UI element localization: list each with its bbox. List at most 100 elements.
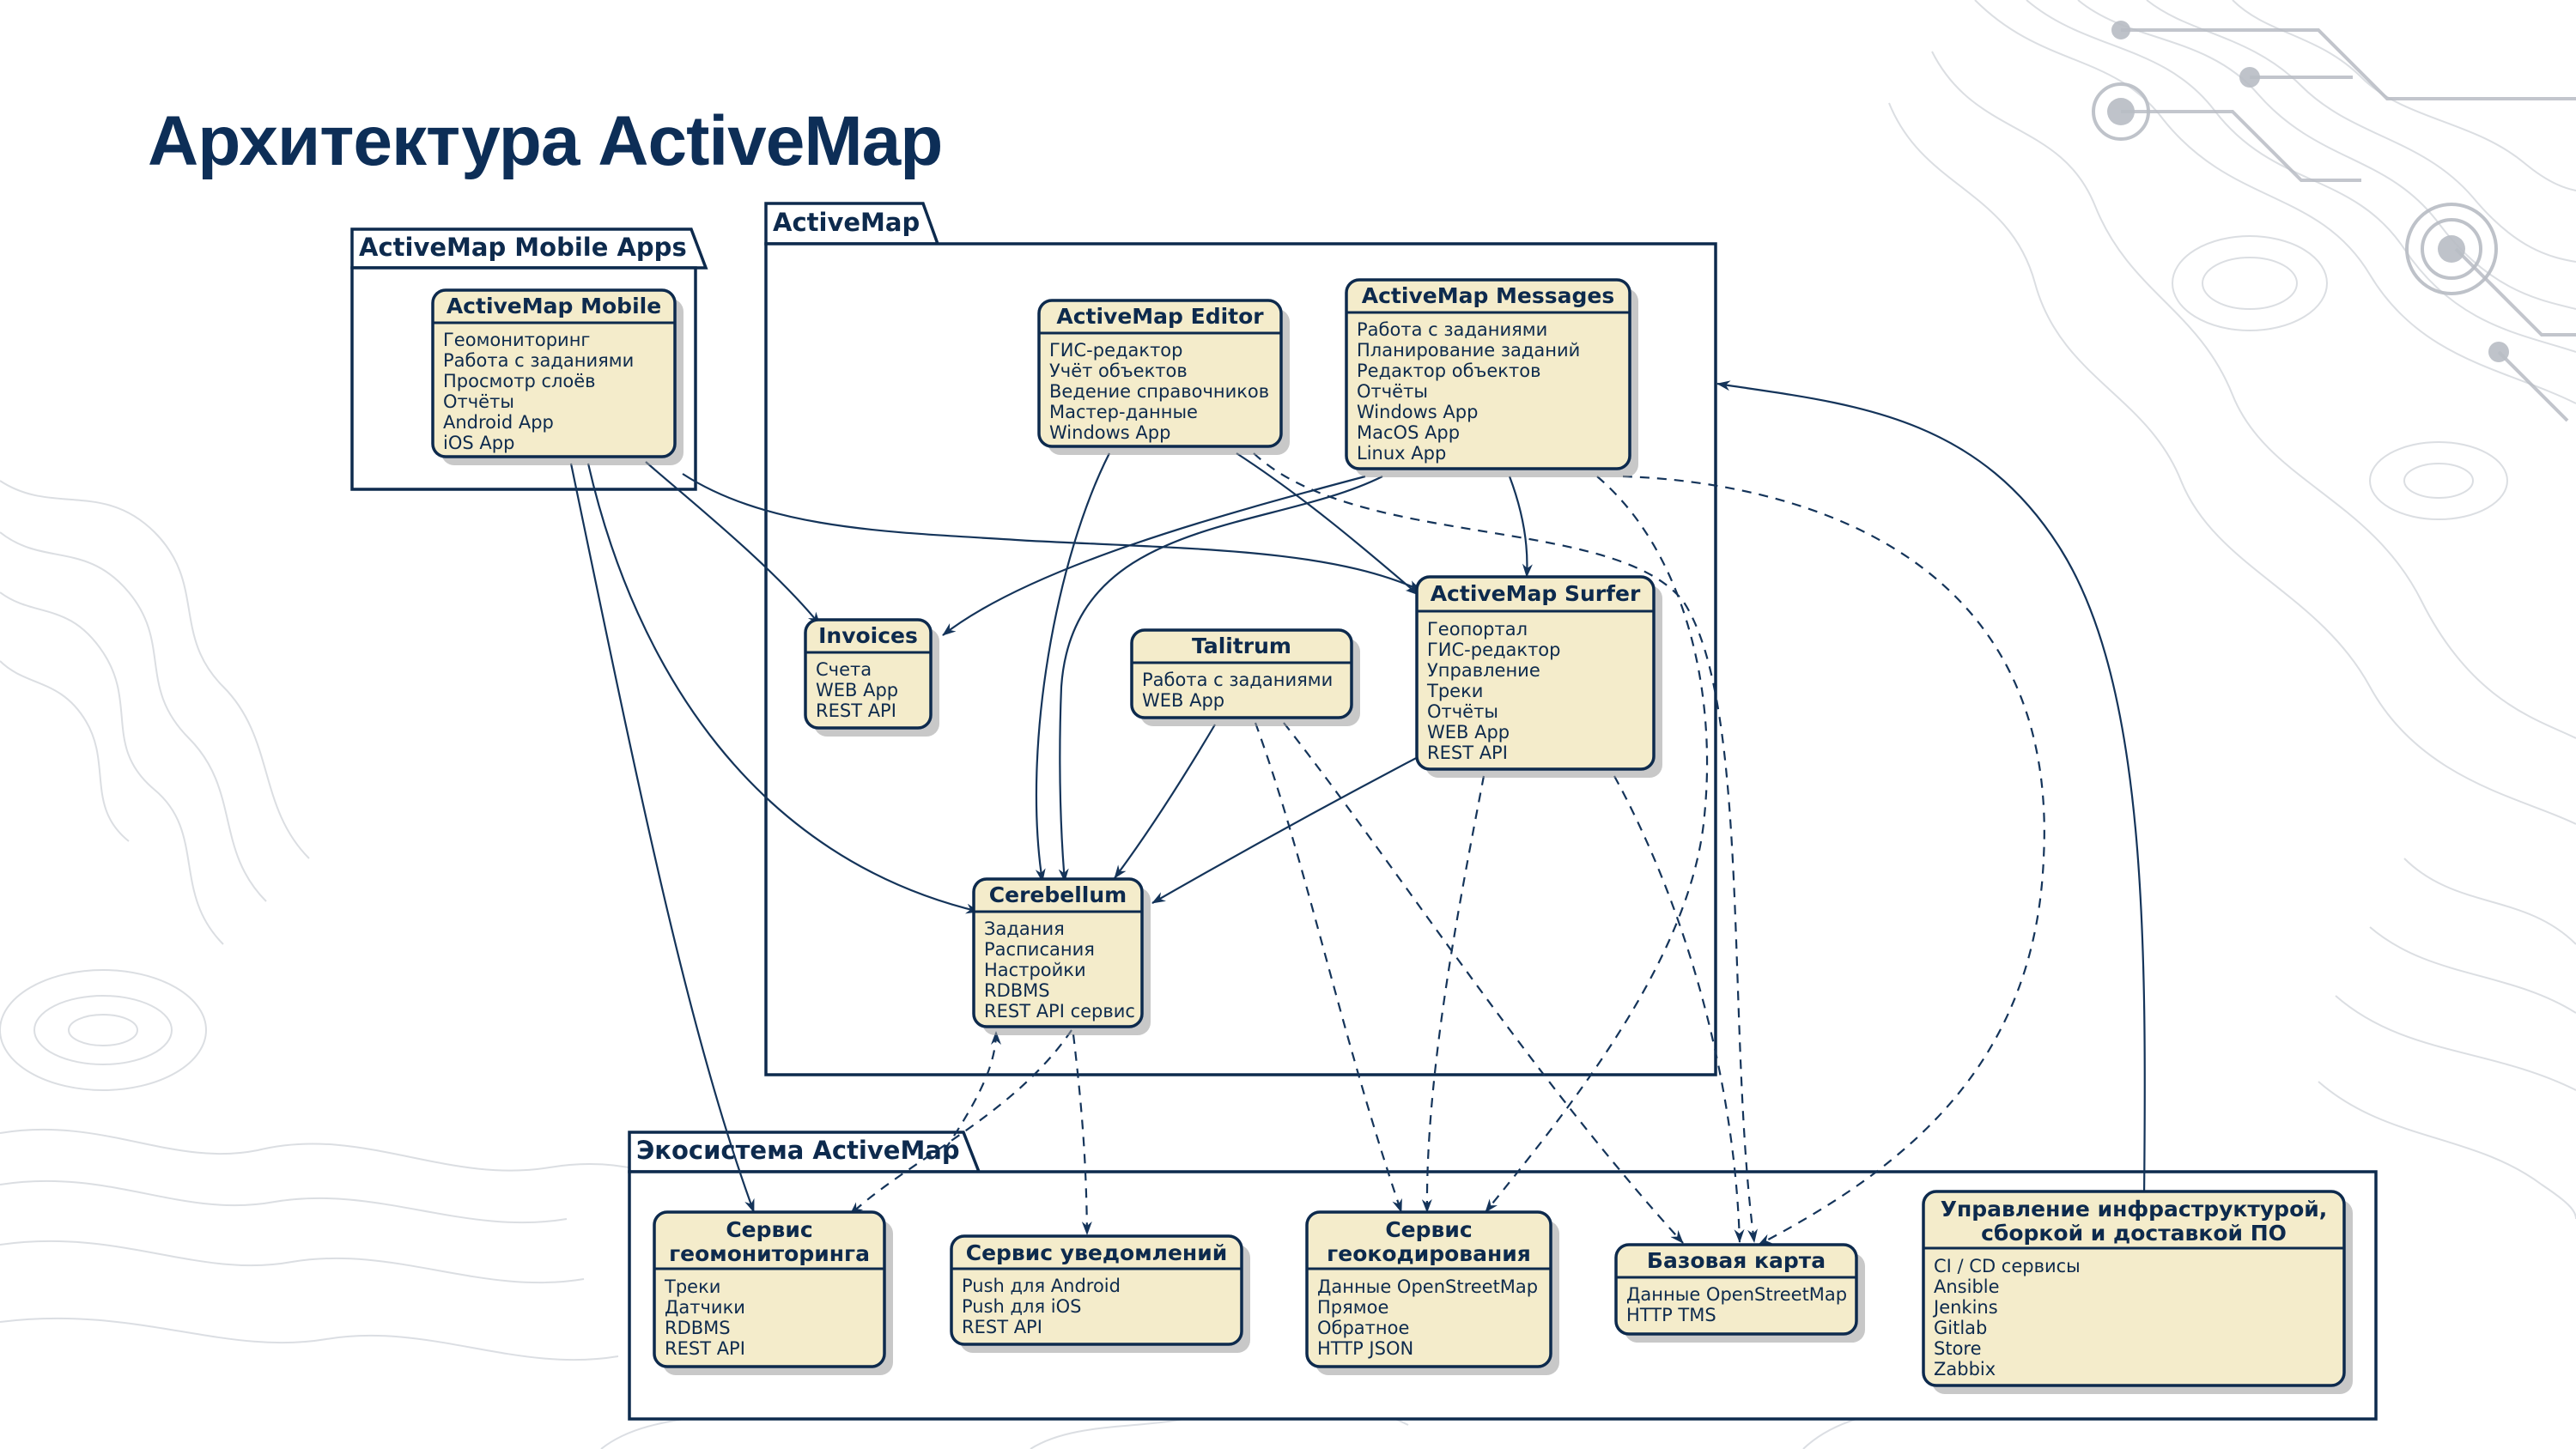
node-line: Обратное — [1317, 1318, 1409, 1338]
node-title: Сервис уведомлений — [966, 1240, 1228, 1265]
edge-surfer-basemap — [1613, 775, 1745, 1243]
node-title: ActiveMap Editor — [1056, 304, 1264, 329]
node-line: Отчёты — [1357, 381, 1428, 402]
node-line: Ansible — [1934, 1276, 2000, 1297]
node-line: CI / CD сервисы — [1934, 1256, 2081, 1276]
node-line: REST API — [1427, 743, 1508, 763]
node-line: Расписания — [984, 939, 1095, 960]
edge-editor-surfer — [1236, 452, 1419, 596]
node-talitrum: Talitrum Работа с заданиями WEB App — [1130, 628, 1353, 719]
node-title: Базовая карта — [1647, 1248, 1826, 1273]
node-title: геомониторинга — [669, 1241, 870, 1266]
edge-geomon-cerebellum — [944, 1031, 1001, 1151]
node-line: Задания — [984, 919, 1065, 939]
edge-messages-invoices — [942, 475, 1366, 636]
edge-talitrum-geocode — [1254, 722, 1403, 1213]
edge-editor-cerebellum — [1035, 452, 1110, 882]
node-invoices: Invoices Счета WEB App REST API — [804, 618, 933, 730]
node-line: Треки — [664, 1276, 720, 1297]
node-line: HTTP JSON — [1317, 1338, 1413, 1359]
node-title: Talitrum — [1192, 634, 1291, 658]
node-line: Windows App — [1049, 422, 1170, 443]
node-line: Счета — [816, 659, 872, 680]
node-line: Работа с заданиями — [443, 350, 634, 371]
node-line: Android App — [443, 412, 554, 433]
node-line: Геопортал — [1427, 619, 1528, 640]
edges — [569, 380, 2146, 1246]
node-line: HTTP TMS — [1626, 1305, 1716, 1325]
node-line: Данные OpenStreetMap — [1626, 1284, 1847, 1305]
node-geomonitoring-service: Сервис геомониторинга Треки Датчики RDBM… — [653, 1210, 886, 1368]
node-title: Управление инфраструктурой, — [1941, 1197, 2328, 1222]
edge-mobile-geomon — [569, 463, 756, 1213]
node-line: REST API — [962, 1317, 1042, 1337]
edge-cerebellum-geomon — [849, 1029, 1072, 1216]
node-title: ActiveMap Mobile — [447, 294, 661, 318]
node-line: Настройки — [984, 960, 1086, 980]
node-activemap-surfer: ActiveMap Surfer Геопортал ГИС-редактор … — [1415, 575, 1656, 771]
node-line: Работа с заданиями — [1142, 670, 1333, 690]
node-line: WEB App — [1427, 722, 1510, 743]
node-line: Ведение справочников — [1049, 381, 1269, 402]
node-line: Отчёты — [443, 391, 514, 412]
node-line: Store — [1934, 1338, 1982, 1359]
node-line: RDBMS — [665, 1318, 731, 1338]
node-activemap-mobile: ActiveMap Mobile Геомониторинг Работа с … — [431, 288, 677, 458]
node-geocoding-service: Сервис геокодирования Данные OpenStreetM… — [1305, 1210, 1552, 1368]
node-title: Сервис — [1385, 1217, 1472, 1242]
node-line: Linux App — [1357, 443, 1446, 464]
node-line: Прямое — [1317, 1297, 1388, 1318]
edge-messages-cerebellum — [1058, 476, 1383, 882]
node-line: Push для iOS — [962, 1296, 1081, 1317]
node-line: Редактор объектов — [1357, 361, 1540, 381]
node-line: Zabbix — [1934, 1359, 1996, 1379]
edge-talitrum-cerebellum — [1114, 724, 1216, 879]
node-title: Invoices — [818, 623, 918, 648]
package-label: Экосистема ActiveMap — [636, 1136, 960, 1165]
page-title: Архитектура ActiveMap — [148, 102, 943, 180]
edge-messages-geocode — [1485, 476, 1709, 1213]
edge-messages-basemap — [1622, 475, 2045, 1246]
node-line: RDBMS — [984, 980, 1050, 1001]
node-line: Просмотр слоёв — [443, 371, 596, 391]
node-line: REST API — [816, 700, 896, 721]
edge-editor-basemap — [1253, 452, 1758, 1243]
edge-mobile-surfer — [682, 473, 1422, 592]
node-notification-service: Сервис уведомлений Push для Android Push… — [950, 1234, 1243, 1346]
node-line: Геомониторинг — [443, 330, 590, 350]
node-title: геокодирования — [1327, 1241, 1531, 1266]
edge-talitrum-basemap — [1283, 722, 1684, 1244]
package-label: ActiveMap Mobile Apps — [359, 233, 687, 262]
node-line: MacOS App — [1357, 422, 1460, 443]
node-line: Мастер-данные — [1049, 402, 1198, 422]
edge-surfer-geocode — [1421, 775, 1485, 1213]
node-base-map: Базовая карта Данные OpenStreetMap HTTP … — [1614, 1243, 1858, 1336]
node-line: Push для Android — [962, 1276, 1121, 1296]
node-line: Отчёты — [1427, 701, 1498, 722]
node-line: WEB App — [816, 680, 898, 700]
edge-mobile-invoices — [645, 461, 821, 626]
node-line: Управление — [1427, 660, 1540, 681]
node-line: WEB App — [1142, 690, 1224, 711]
node-line: Windows App — [1357, 402, 1478, 422]
node-line: ГИС-редактор — [1427, 640, 1561, 660]
edge-surfer-cerebellum — [1151, 755, 1422, 904]
node-line: Работа с заданиями — [1357, 319, 1547, 340]
node-line: iOS App — [443, 433, 514, 453]
node-activemap-messages: ActiveMap Messages Работа с заданиями Пл… — [1345, 278, 1631, 470]
edge-infra-messages — [1716, 380, 2146, 1200]
edge-messages-surfer — [1508, 476, 1533, 578]
edge-cerebellum-notify — [1072, 1034, 1092, 1235]
package-label: ActiveMap — [773, 208, 920, 237]
node-title: Сервис — [726, 1217, 812, 1242]
node-line: Треки — [1426, 681, 1483, 701]
node-activemap-editor: ActiveMap Editor ГИС-редактор Учёт объек… — [1037, 299, 1283, 448]
node-line: REST API сервис — [984, 1001, 1135, 1022]
node-line: Jenkins — [1932, 1297, 1998, 1318]
node-line: REST API — [665, 1338, 745, 1359]
node-title: сборкой и доставкой ПО — [1981, 1221, 2287, 1246]
edge-mobile-cerebellum — [586, 463, 980, 914]
node-line: Данные OpenStreetMap — [1317, 1276, 1538, 1297]
node-title: ActiveMap Surfer — [1431, 581, 1641, 606]
